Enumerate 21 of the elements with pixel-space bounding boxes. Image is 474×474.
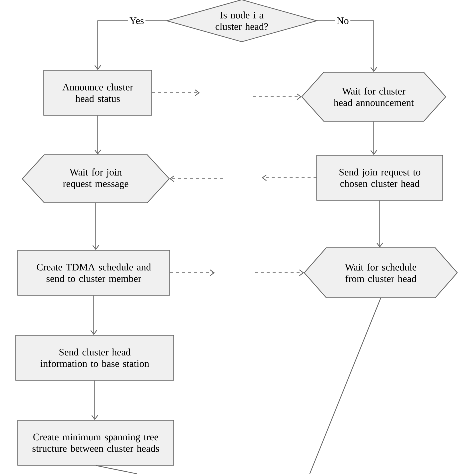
arrow — [152, 90, 200, 96]
arrow — [94, 20, 168, 70]
process-box: Send cluster head information to base station — [16, 335, 174, 381]
edge-label: Yes — [128, 16, 146, 26]
process-box: Create TDMA schedule and send to cluster member — [18, 250, 170, 296]
arrow — [316, 20, 378, 72]
process-box: Announce cluster head status — [44, 70, 152, 116]
arrow — [376, 200, 384, 248]
arrow — [254, 270, 304, 276]
arrow — [370, 121, 378, 156]
edge-label: No — [335, 16, 351, 26]
arrow — [90, 295, 98, 336]
arrow — [252, 94, 302, 100]
arrow — [94, 115, 102, 155]
process-box: Create minimum spanning tree structure between cluster heads — [18, 420, 174, 466]
arrow — [92, 202, 100, 250]
arrow — [170, 176, 224, 182]
arrow — [170, 270, 215, 276]
arrow — [92, 380, 98, 420]
arrow — [262, 174, 318, 182]
process-box: Send join request to chosen cluster head — [316, 155, 444, 201]
